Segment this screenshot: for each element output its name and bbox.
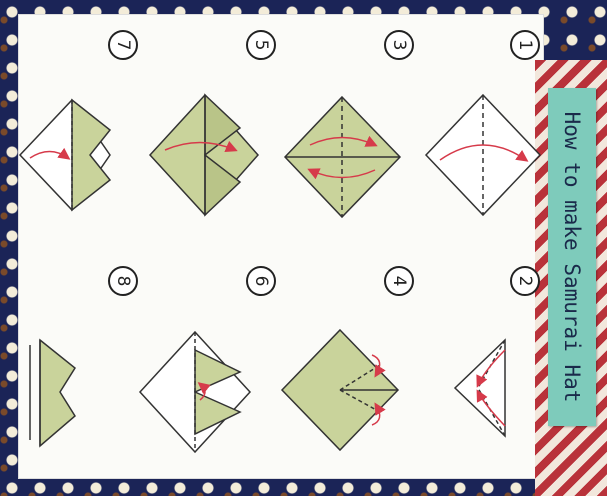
step-4-diagram	[282, 330, 398, 450]
step-1-diagram	[426, 95, 540, 215]
step-8-diagram	[30, 340, 75, 446]
step-6-diagram	[140, 332, 250, 452]
step-7-diagram	[20, 100, 110, 210]
step-2-diagram	[455, 340, 505, 436]
step-3-diagram	[285, 97, 400, 217]
step-5-diagram	[150, 95, 258, 215]
